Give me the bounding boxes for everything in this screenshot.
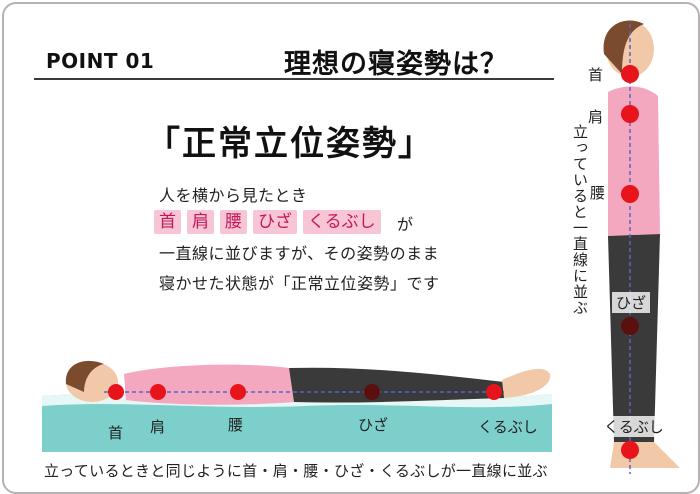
lying-label-neck: 首 bbox=[108, 424, 124, 442]
body-part-tags: 首 肩 腰 ひざ くるぶし bbox=[154, 210, 381, 234]
standing-dot-shoulder bbox=[621, 105, 639, 123]
point-label: POINT 01 bbox=[46, 49, 155, 73]
mattress bbox=[42, 394, 552, 452]
lying-pants bbox=[289, 367, 504, 403]
lying-dot-neck bbox=[108, 384, 124, 400]
tag-ankle: くるぶし bbox=[303, 210, 381, 234]
standing-label-neck: 首 bbox=[588, 66, 604, 84]
tag-neck: 首 bbox=[154, 210, 181, 234]
lying-label-knee: ひざ bbox=[358, 416, 389, 434]
main-title: 「正常立位姿勢」 bbox=[146, 124, 434, 164]
text-line-4: 寝かせた状態が「正常立位姿勢」です bbox=[159, 274, 440, 293]
lying-dot-knee bbox=[364, 384, 380, 400]
standing-dot-knee bbox=[621, 317, 639, 335]
lying-shirt bbox=[124, 364, 294, 405]
tag-suffix: が bbox=[397, 215, 414, 234]
lying-dot-ankle bbox=[486, 384, 502, 400]
tag-waist: 腰 bbox=[220, 210, 247, 234]
vertical-note: 立っていると一直線に並ぶ bbox=[571, 124, 589, 316]
tag-knee: ひざ bbox=[253, 210, 297, 234]
lying-label-ankle: くるぶし bbox=[478, 418, 538, 436]
tag-shoulder: 肩 bbox=[187, 210, 214, 234]
standing-label-ankle: くるぶし bbox=[600, 416, 668, 437]
standing-pants bbox=[608, 234, 660, 442]
standing-feet bbox=[610, 442, 680, 468]
standing-hair bbox=[603, 20, 644, 74]
standing-dot-neck bbox=[621, 65, 639, 83]
divider bbox=[34, 78, 554, 80]
text-line-1: 人を横から見たとき bbox=[159, 186, 308, 205]
lying-label-shoulder: 肩 bbox=[150, 418, 166, 436]
posture-illustration bbox=[42, 20, 680, 474]
lying-hair bbox=[65, 360, 104, 392]
headline: 理想の寝姿勢は？ bbox=[284, 49, 508, 80]
standing-label-waist: 腰 bbox=[590, 184, 606, 202]
standing-shirt bbox=[608, 86, 660, 236]
lying-dot-shoulder bbox=[150, 384, 166, 400]
lying-feet bbox=[502, 368, 551, 398]
standing-dot-ankle bbox=[621, 441, 639, 459]
lying-dot-waist bbox=[230, 384, 246, 400]
text-line-3: 一直線に並びますが、その姿勢のまま bbox=[159, 244, 440, 263]
lying-label-waist: 腰 bbox=[228, 416, 244, 434]
standing-label-knee: ひざ bbox=[612, 292, 651, 313]
standing-label-shoulder: 肩 bbox=[588, 108, 604, 126]
bottom-caption: 立っているときと同じように首・肩・腰・ひざ・くるぶしが一直線に並ぶ bbox=[44, 462, 548, 480]
standing-dot-waist bbox=[621, 185, 639, 203]
